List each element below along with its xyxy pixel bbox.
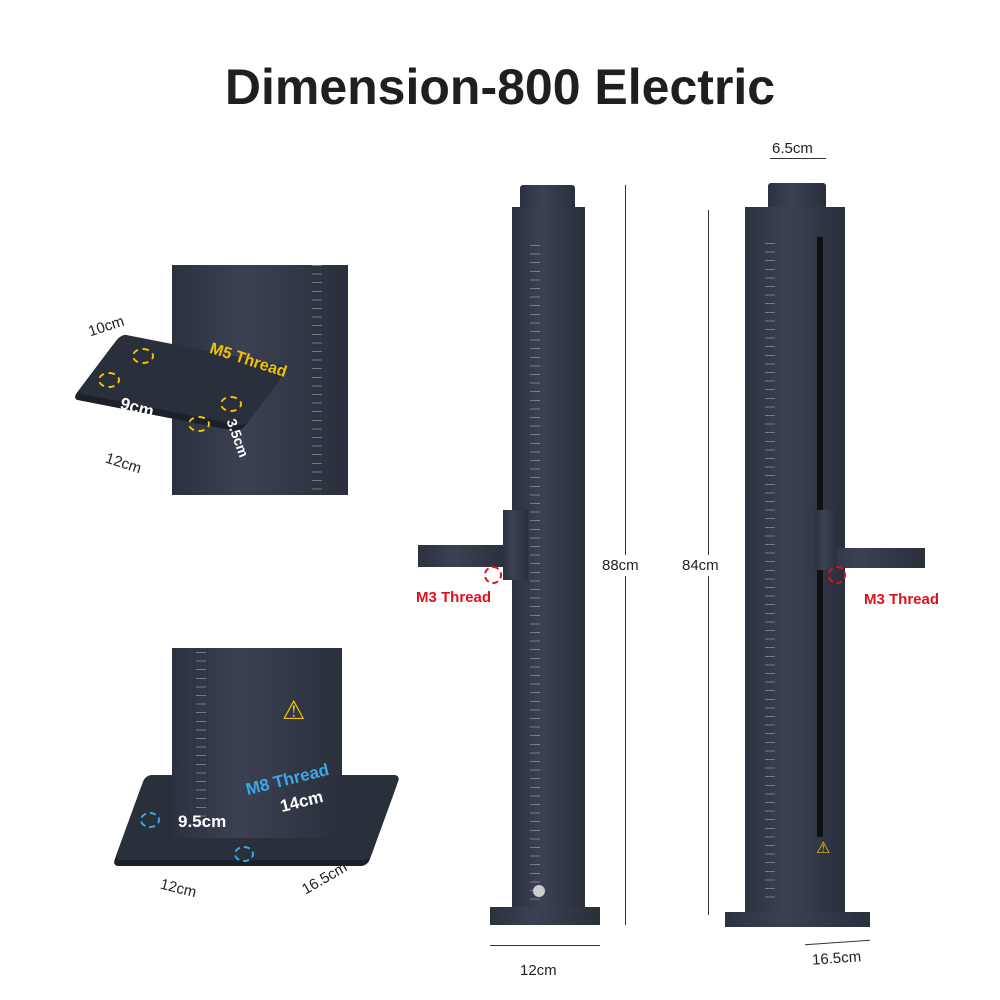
motor-cap (768, 183, 826, 210)
base-dimension-line (490, 945, 600, 946)
hole-marker-icon (220, 396, 242, 412)
width-label: 12cm (103, 449, 144, 478)
depth-label: 16.5cm (299, 858, 351, 899)
scale-ruler (196, 652, 206, 832)
thread-label: M3 Thread (416, 589, 492, 606)
height-label: 84cm (682, 555, 719, 576)
warning-icon: ⚠ (282, 695, 306, 725)
hole-marker-icon (234, 846, 254, 862)
connector-icon (533, 885, 545, 897)
hole-spacing-a-label: 9.5cm (178, 812, 227, 831)
base-width-label: 12cm (520, 962, 557, 979)
warning-icon: ⚠ (816, 840, 831, 857)
hole-marker-icon (98, 372, 120, 388)
hole-marker-icon (140, 812, 160, 828)
hole-marker-icon (132, 348, 154, 364)
carriage (815, 510, 837, 570)
scale-ruler (765, 243, 775, 903)
top-width-label: 6.5cm (772, 140, 813, 157)
column-base (490, 907, 600, 925)
base-dimension-line (805, 939, 870, 946)
thread-marker-icon (484, 566, 502, 584)
platform (815, 548, 925, 568)
scale-ruler (530, 245, 540, 900)
base-width-label: 16.5cm (811, 948, 862, 969)
hole-marker-icon (188, 416, 210, 432)
platform (418, 545, 508, 567)
height-label: 88cm (602, 555, 639, 576)
thread-label: M3 Thread (864, 591, 940, 608)
thread-marker-icon (828, 566, 846, 584)
column-base (725, 912, 870, 927)
width-label: 12cm (158, 875, 199, 902)
top-dimension-line (770, 158, 826, 159)
carriage (503, 510, 528, 580)
page-title: Dimension-800 Electric (224, 59, 776, 115)
scale-ruler (312, 265, 322, 495)
motor-cap (520, 185, 575, 210)
